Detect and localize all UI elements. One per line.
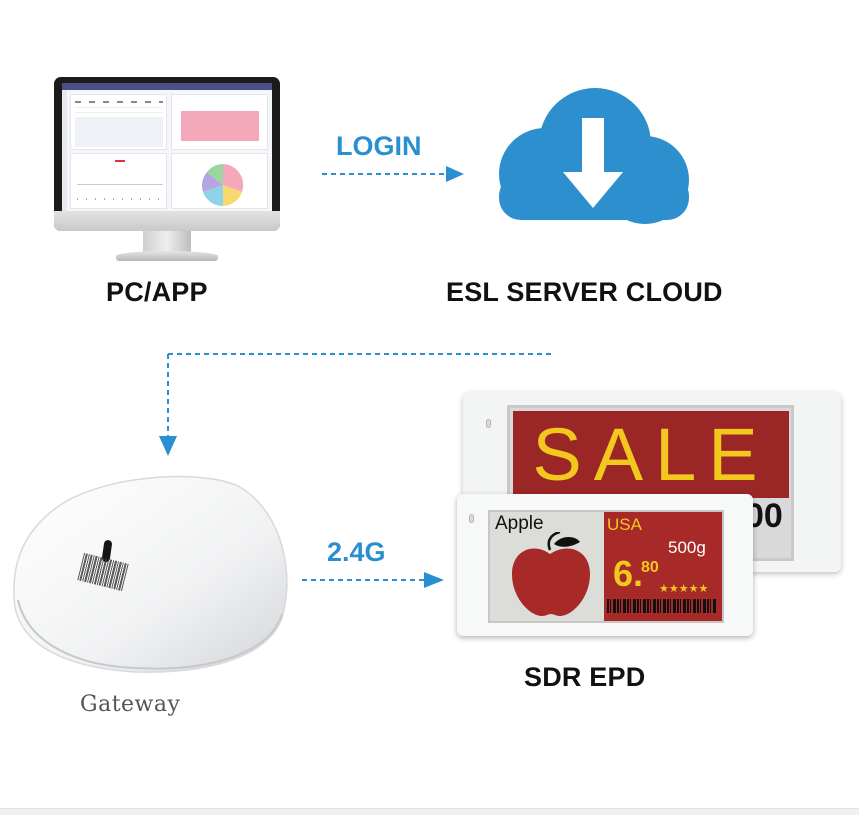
monitor-stand	[143, 231, 191, 253]
price-cents: 80	[641, 559, 659, 576]
wireless-arrow	[302, 572, 444, 588]
pc-label: PC/APP	[106, 277, 208, 307]
cloud-download-icon	[499, 88, 689, 224]
tag-back-banner	[513, 411, 789, 498]
gateway-label: Gateway	[80, 692, 181, 717]
sale-headline: SALE	[532, 413, 770, 496]
screen-panel-table	[70, 94, 167, 150]
bottom-strip	[0, 808, 859, 815]
wireless-label: 2.4G	[327, 537, 386, 567]
monitor-chin	[54, 211, 280, 231]
cloud-label: ESL SERVER CLOUD	[446, 277, 723, 307]
product-origin: USA	[607, 515, 642, 534]
screen-sidebar	[62, 90, 67, 211]
price-main: 6.	[613, 553, 644, 594]
rating-stars-icon: ★★★★★	[659, 582, 709, 595]
apple-icon	[512, 532, 590, 616]
screen-panel-bar	[171, 94, 268, 150]
cloud-to-gateway-arrow	[159, 353, 551, 456]
screen-panel-line	[70, 153, 167, 209]
monitor-base	[116, 251, 218, 261]
epd-label: SDR EPD	[524, 662, 646, 692]
product-weight: 500g	[668, 538, 706, 557]
tag-back-led	[486, 419, 491, 428]
tag-front-led	[469, 514, 474, 523]
screen-top-bar	[62, 83, 272, 90]
monitor-screen	[62, 83, 272, 211]
tag-barcode	[607, 599, 717, 613]
screen-panel-pie	[171, 153, 268, 209]
product-name: Apple	[495, 513, 544, 534]
login-label: LOGIN	[336, 131, 422, 161]
login-arrow	[322, 166, 464, 182]
gateway-icon	[13, 475, 288, 673]
